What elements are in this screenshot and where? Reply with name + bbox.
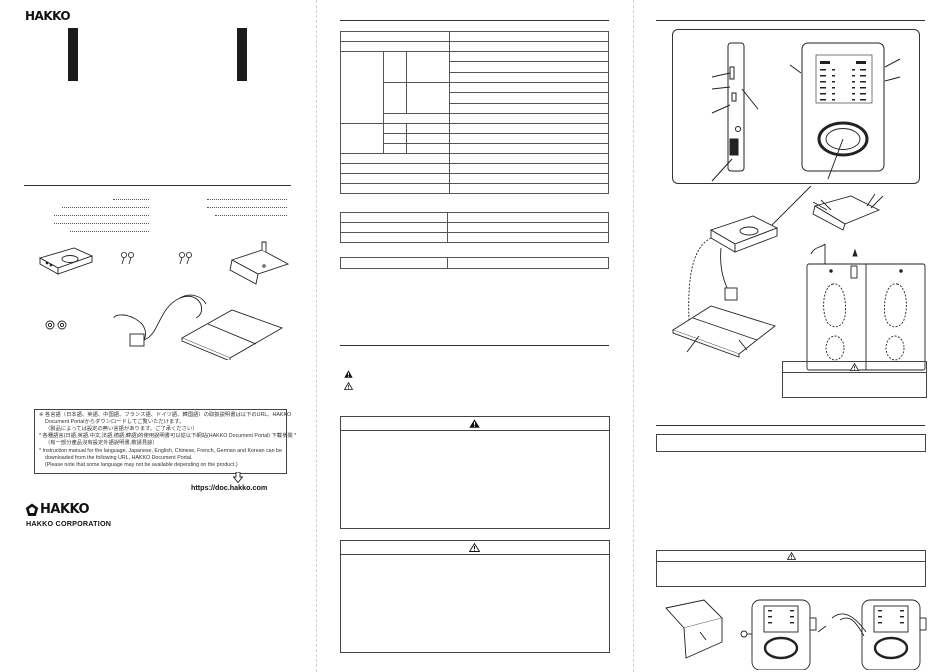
caution-header-icon [469, 543, 480, 552]
down-arrow-icon [233, 472, 243, 483]
caution-box [340, 540, 610, 653]
spec-table-2 [340, 212, 609, 243]
tester-diagram [711, 42, 901, 182]
tester-led-rows [820, 61, 866, 101]
warning-header-icon [469, 419, 480, 428]
notice-line-6: * Instruction manual for the language, J… [39, 448, 282, 454]
floor-mat-drawing [180, 309, 284, 360]
packing-list-leader-2 [62, 207, 149, 208]
installation-title-box [656, 434, 926, 452]
mat-caution-icon [850, 363, 859, 371]
document-portal-link[interactable]: https://doc.hakko.com [191, 483, 268, 492]
installation-caution-box [656, 550, 926, 587]
warning-box [340, 416, 610, 529]
fold-line-1 [316, 0, 317, 672]
company-name: HAKKO CORPORATION [26, 519, 112, 528]
notice-line-8: (Please note that some language may not … [45, 462, 238, 468]
packing-list-leader-8 [215, 215, 287, 216]
spec-table-3 [340, 257, 609, 269]
installation-section-rule [656, 425, 925, 426]
notice-line-5: （有一部分產品沒有設定外語說明書,敬請見諒） [45, 440, 158, 446]
left-footprint [823, 283, 846, 328]
hakko-emblem-icon [25, 503, 39, 516]
packing-list-leader-6 [207, 199, 287, 200]
packing-items-illustration [38, 241, 290, 360]
warning-triangle-filled-icon [344, 370, 353, 378]
connection-floor-mat-drawing [671, 305, 776, 355]
spec-top-rule [340, 20, 609, 21]
section-rule [24, 185, 291, 186]
tester-front-view [789, 42, 901, 180]
diagram-top-rule [656, 20, 925, 21]
specification-table [340, 31, 609, 194]
fold-line-2 [633, 0, 634, 672]
nut-drawing [45, 320, 67, 330]
hakko-logo-bottom: HAKKO [40, 502, 90, 517]
hakko-logo-top: HAKKO [25, 9, 71, 23]
title-bar-left [68, 28, 78, 81]
safety-section-rule [340, 345, 609, 346]
notice-line-7: downloaded from the following URL, HAKKO… [45, 455, 193, 461]
wrist-strap-drawing [113, 294, 207, 347]
notice-line-2: Document Portalからダウンロードしてご覧いただけます。 [45, 419, 185, 425]
right-footprint [884, 283, 907, 328]
screw-drawing [121, 251, 192, 265]
notice-line-1: ※ 各言語（日本語、英語、中国語、フランス語、ドイツ語、韓国語）の取扱説明書は以… [39, 412, 292, 418]
packing-list-leader-4 [54, 223, 149, 224]
packing-list-leader-5 [70, 231, 149, 232]
language-notice-box: ※ 各言語（日本語、英語、中国語、フランス語、ドイツ語、韓国語）の取扱説明書は以… [34, 409, 296, 474]
installation-steps-diagram [665, 599, 927, 670]
mounting-bracket-drawing [229, 241, 290, 285]
notice-line-4: * 各種語言(日語,英語,中文,法語,德語,韓語)的使用說明書可以從以下網站(H… [39, 433, 297, 439]
title-bar-right [237, 28, 247, 81]
mat-caution-box [782, 361, 927, 398]
installation-caution-icon [787, 552, 796, 560]
tester-diagram-panel [672, 29, 920, 184]
packing-list-leader-7 [207, 207, 287, 208]
tester-unit-drawing [38, 247, 94, 275]
notice-line-3: （製品によっては設定の無い言語があります。ご了承ください） [45, 426, 198, 432]
packing-list-leader-3 [54, 215, 149, 216]
packing-list-leader-1 [113, 199, 149, 200]
tester-side-view [711, 42, 759, 182]
connection-diagram [671, 185, 926, 371]
caution-triangle-outline-icon [344, 382, 353, 390]
